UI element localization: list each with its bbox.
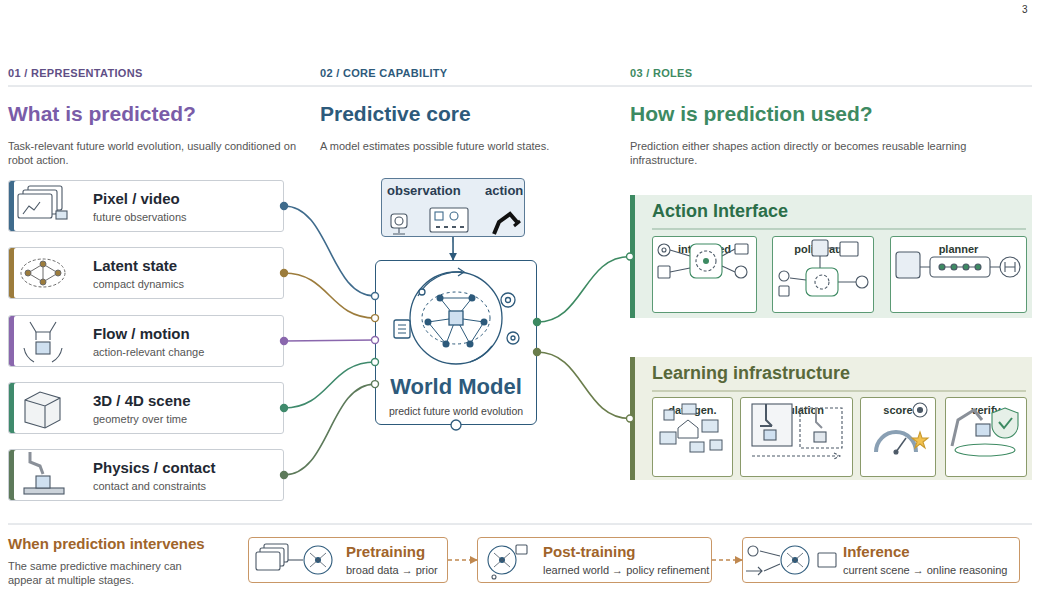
connector	[284, 273, 375, 318]
role-card: score	[860, 397, 936, 477]
node-subtitle: geometry over time	[93, 413, 187, 425]
node-title: Latent state	[93, 257, 177, 274]
role-card: planner	[890, 236, 1027, 313]
representation-box: Latent state compact dynamics	[8, 247, 284, 299]
node-title: Flow / motion	[93, 325, 190, 342]
node-title: verify	[946, 404, 1026, 475]
representation-box: 3D / 4D scene geometry over time	[8, 382, 284, 434]
section-number: 03 / ROLES	[630, 67, 692, 79]
section-heading: Predictive core	[320, 102, 471, 126]
node-title: Inference	[843, 543, 910, 560]
stage-box: Pretraining broad data → prior	[248, 537, 448, 583]
node-title: 3D / 4D scene	[93, 392, 191, 409]
node-title: observation	[387, 183, 461, 198]
node-title: World Model	[376, 374, 536, 400]
representation-box: Flow / motion action-relevant change	[8, 315, 284, 367]
stage-box: Inference current scene → online reasonin…	[742, 537, 1020, 583]
node-subtitle: learned world → policy refinement	[543, 564, 709, 576]
node-subtitle: action-relevant change	[93, 346, 204, 358]
section-description: A model estimates possible future world …	[320, 139, 620, 153]
page-number: 3	[1022, 4, 1028, 15]
section-number: 02 / CORE CAPABILITY	[320, 67, 447, 79]
node-title: policy aug.	[773, 243, 873, 311]
node-subtitle: future observations	[93, 211, 187, 223]
stage-box: Post-training learned world → policy refi…	[477, 537, 712, 583]
node-title: data gen.	[653, 404, 732, 475]
rule-line	[8, 86, 1032, 524]
role-card: verify	[945, 397, 1027, 477]
representation-box: Pixel / video future observations	[8, 180, 284, 232]
illustration-part	[8, 86, 1032, 87]
node-subtitle: predict future world evolution	[376, 405, 536, 417]
role-card: integrated	[652, 236, 757, 313]
connector	[452, 237, 454, 260]
role-card: simulation	[740, 397, 853, 477]
node-title: simulation	[741, 404, 852, 475]
section-heading: When prediction intervenes	[8, 535, 205, 552]
node-title: planner	[891, 243, 1026, 311]
section-heading: How is prediction used?	[630, 102, 873, 126]
connector	[537, 257, 630, 323]
node-title: Pretraining	[346, 543, 425, 560]
connector	[284, 206, 375, 296]
input-box: observation action	[381, 178, 525, 237]
connector	[537, 352, 630, 418]
role-panel: Learning infrastructure data gen.simulati…	[630, 357, 1032, 480]
node-title: integrated	[653, 243, 756, 311]
section-description: Prediction either shapes action directly…	[630, 139, 1030, 167]
node-subtitle: action	[485, 183, 523, 198]
connector	[712, 559, 742, 561]
node-subtitle: current scene → online reasoning	[843, 564, 1007, 576]
role-card: data gen.	[652, 397, 733, 477]
node-title: Learning infrastructure	[652, 363, 850, 384]
section-number: 01 / REPRESENTATIONS	[8, 67, 143, 79]
node-subtitle: broad data → prior	[346, 564, 438, 576]
connector	[284, 339, 375, 342]
node-title: Physics / contact	[93, 459, 216, 476]
connector	[448, 559, 477, 561]
node-title: Post-training	[543, 543, 636, 560]
section-heading: What is predicted?	[8, 102, 196, 126]
node-title: Action Interface	[652, 201, 788, 222]
node-title: Pixel / video	[93, 190, 180, 207]
illustration-part	[8, 524, 1032, 525]
role-panel: Action Interface integratedpolicy aug. pla…	[630, 195, 1032, 318]
section-description: Task-relevant future world evolution, us…	[8, 139, 298, 167]
connector	[284, 362, 375, 408]
node-title: score	[861, 404, 935, 475]
node-subtitle: compact dynamics	[93, 278, 184, 290]
role-card: policy aug.	[772, 236, 874, 313]
connector	[284, 384, 375, 475]
model-box: World Model predict future world evolutio…	[375, 260, 537, 425]
representation-box: Physics / contact contact and constraints	[8, 449, 284, 501]
node-subtitle: contact and constraints	[93, 480, 206, 492]
section-description: The same predictive machinery can appear…	[8, 559, 218, 587]
